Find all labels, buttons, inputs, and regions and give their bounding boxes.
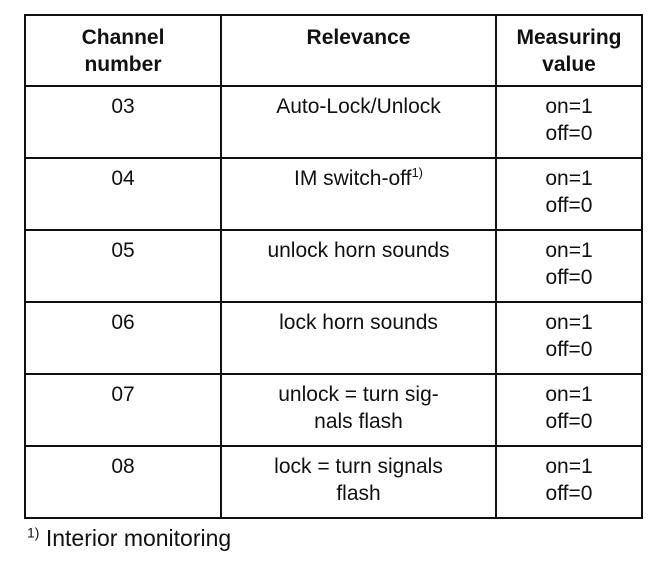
value-off: off=0 bbox=[545, 194, 593, 217]
measuring-value-cell: on=1 off=0 bbox=[495, 229, 643, 303]
header-channel-line-1: Channel bbox=[81, 26, 165, 49]
relevance-cell: IM switch-off1) bbox=[220, 157, 497, 231]
table-row: 07 unlock = turn sig- nals flash on=1 of… bbox=[24, 373, 643, 447]
channel-cell: 05 bbox=[24, 229, 222, 303]
table-row: 08 lock = turn signals flash on=1 off=0 bbox=[24, 445, 643, 519]
measuring-value-cell: on=1 off=0 bbox=[495, 157, 643, 231]
value-on: on=1 bbox=[545, 311, 593, 334]
channel-cell: 08 bbox=[24, 445, 222, 519]
value-on: on=1 bbox=[545, 95, 593, 118]
header-relevance-line-1: Relevance bbox=[306, 26, 411, 49]
relevance-text: lock horn sounds bbox=[279, 311, 438, 334]
measuring-value-cell: on=1 off=0 bbox=[495, 445, 643, 519]
value-on: on=1 bbox=[545, 383, 593, 406]
measuring-value-cell: on=1 off=0 bbox=[495, 85, 643, 159]
header-channel-line-2: number bbox=[84, 53, 162, 76]
table-row: 06 lock horn sounds on=1 off=0 bbox=[24, 301, 643, 375]
table-row: 04 IM switch-off1) on=1 off=0 bbox=[24, 157, 643, 231]
header-measuring-line-1: Measuring bbox=[516, 26, 622, 49]
channel-cell: 04 bbox=[24, 157, 222, 231]
value-on: on=1 bbox=[545, 167, 593, 190]
relevance-cell: unlock horn sounds bbox=[220, 229, 497, 303]
table-row: 05 unlock horn sounds on=1 off=0 bbox=[24, 229, 643, 303]
relevance-text-line-2: flash bbox=[336, 482, 381, 505]
channel-cell: 07 bbox=[24, 373, 222, 447]
header-channel-number: Channel number bbox=[24, 14, 222, 87]
relevance-text-line-2: nals flash bbox=[314, 410, 403, 433]
relevance-text-line-1: unlock = turn sig- bbox=[278, 383, 439, 406]
header-measuring-line-2: value bbox=[542, 53, 596, 76]
value-off: off=0 bbox=[545, 338, 593, 361]
footnote-marker: 1) bbox=[411, 165, 424, 180]
relevance-cell: Auto-Lock/Unlock bbox=[220, 85, 497, 159]
value-on: on=1 bbox=[545, 239, 593, 262]
measuring-value-cell: on=1 off=0 bbox=[495, 373, 643, 447]
relevance-text: Auto-Lock/Unlock bbox=[276, 95, 441, 118]
value-on: on=1 bbox=[545, 455, 593, 478]
channel-table: Channel number Relevance Measuring value… bbox=[24, 14, 643, 519]
table-row: 03 Auto-Lock/Unlock on=1 off=0 bbox=[24, 85, 643, 159]
measuring-value-cell: on=1 off=0 bbox=[495, 301, 643, 375]
value-off: off=0 bbox=[545, 410, 593, 433]
relevance-text: IM switch-off bbox=[293, 167, 412, 190]
channel-cell: 06 bbox=[24, 301, 222, 375]
relevance-text-line-1: lock = turn signals bbox=[274, 455, 443, 478]
relevance-cell: lock horn sounds bbox=[220, 301, 497, 375]
value-off: off=0 bbox=[545, 482, 593, 505]
value-off: off=0 bbox=[545, 122, 593, 145]
value-off: off=0 bbox=[545, 266, 593, 289]
footnote: 1) Interior monitoring bbox=[27, 523, 231, 553]
footnote-marker: 1) bbox=[27, 524, 40, 541]
relevance-text: unlock horn sounds bbox=[267, 239, 450, 262]
channel-cell: 03 bbox=[24, 85, 222, 159]
header-relevance: Relevance bbox=[220, 14, 497, 87]
table-header-row: Channel number Relevance Measuring value bbox=[24, 14, 643, 87]
relevance-cell: unlock = turn sig- nals flash bbox=[220, 373, 497, 447]
relevance-cell: lock = turn signals flash bbox=[220, 445, 497, 519]
footnote-text: Interior monitoring bbox=[45, 525, 232, 551]
header-measuring-value: Measuring value bbox=[495, 14, 643, 87]
